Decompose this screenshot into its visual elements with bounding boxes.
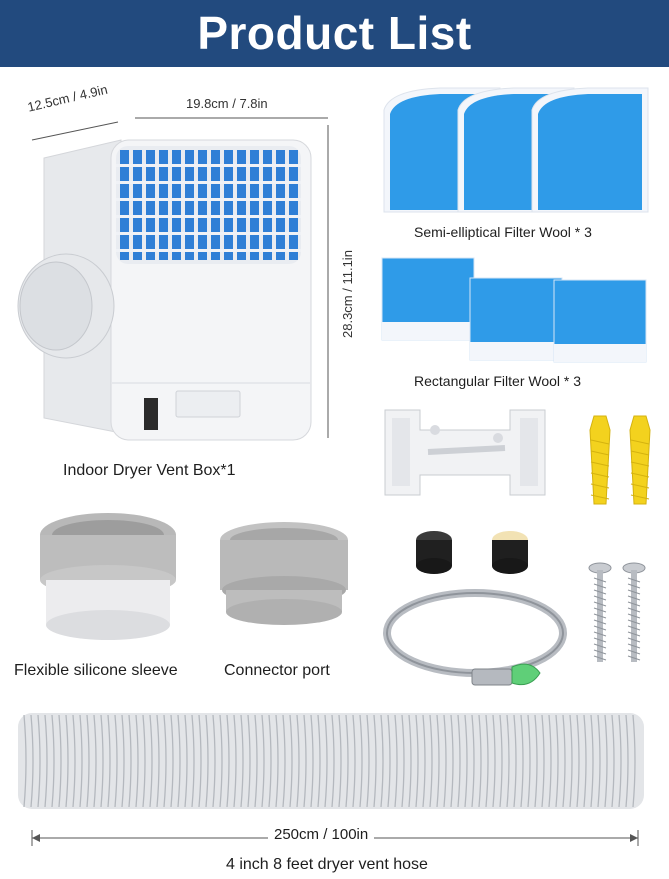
connector-port-image — [220, 522, 348, 625]
wall-anchors-image — [589, 415, 651, 505]
connector-label: Connector port — [224, 662, 330, 679]
sleeve-label: Flexible silicone sleeve — [14, 662, 178, 679]
foam-pads-image — [416, 531, 528, 574]
hose-clamp-image — [383, 589, 567, 686]
hose-label: 4 inch 8 feet dryer vent hose — [226, 856, 428, 873]
vent-hose-image — [18, 713, 644, 809]
rectangular-filters-image — [381, 257, 647, 363]
hose-length-label: 250cm / 100in — [268, 826, 375, 843]
silicone-sleeve-image — [40, 513, 176, 640]
vent-box-image — [17, 139, 312, 441]
rect-filter-label: Rectangular Filter Wool * 3 — [414, 373, 582, 389]
mounting-bracket-image — [384, 409, 546, 496]
page-title: Product List — [197, 7, 472, 59]
vent-grille — [116, 150, 301, 260]
semi-elliptical-filters-image — [383, 87, 649, 213]
semi-filter-label: Semi-elliptical Filter Wool * 3 — [414, 224, 592, 240]
header-banner — [0, 0, 669, 67]
vent-box-label: Indoor Dryer Vent Box*1 — [63, 462, 236, 479]
screws-image — [588, 562, 646, 662]
width-dimension: 19.8cm / 7.8in — [186, 96, 268, 111]
